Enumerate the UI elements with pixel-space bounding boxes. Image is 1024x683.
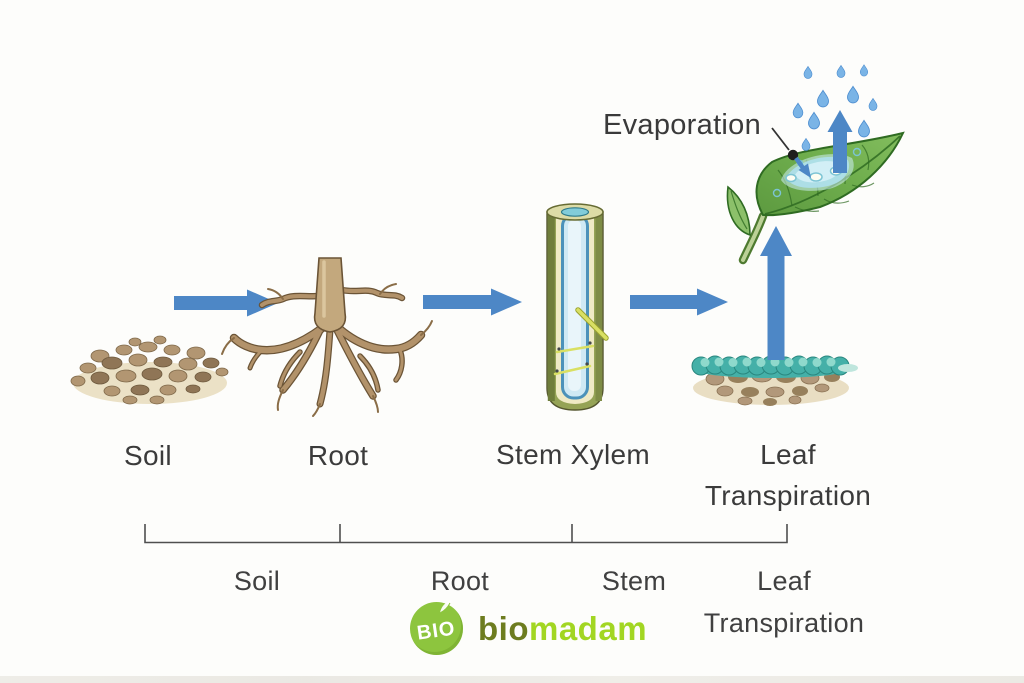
bottom-edge-artifact bbox=[0, 676, 1024, 683]
scale-label-leaf-transpiration: Leaf Transpiration bbox=[684, 561, 884, 645]
flow-arrow-stem-to-leaf bbox=[630, 288, 728, 316]
scale-bracket bbox=[144, 524, 788, 544]
bio-logo-badge: BIO bbox=[410, 600, 463, 655]
bio-badge-text: BIO bbox=[415, 617, 458, 645]
scale-label-leaf-line1: Leaf bbox=[757, 566, 811, 596]
scale-label-leaf-line2: Transpiration bbox=[703, 607, 865, 638]
stage-label-leaf-line1: Leaf bbox=[760, 439, 816, 470]
evaporation-label: Evaporation bbox=[602, 109, 762, 141]
soil-pile-illustration bbox=[70, 335, 229, 405]
stem-xylem-illustration bbox=[546, 203, 609, 411]
leaf-transpiration-illustration bbox=[691, 64, 905, 406]
brand-bio: bio bbox=[478, 610, 529, 647]
wet-soil-mound bbox=[691, 355, 858, 406]
scale-label-stem: Stem bbox=[601, 566, 667, 596]
stage-label-leaf-transpiration: Leaf Transpiration bbox=[688, 435, 888, 516]
stage-label-stem-xylem: Stem Xylem bbox=[496, 439, 650, 470]
sprout-icon bbox=[439, 600, 452, 614]
flow-arrow-root-to-stem bbox=[423, 288, 522, 316]
scale-label-root: Root bbox=[430, 566, 490, 596]
evaporation-up-arrow bbox=[827, 110, 853, 173]
flow-arrow-soil-to-root bbox=[174, 289, 278, 317]
brand-wordmark: biomadam bbox=[478, 609, 647, 649]
stage-label-root: Root bbox=[307, 440, 369, 471]
leaf-illustration bbox=[726, 131, 905, 265]
evaporation-pointer bbox=[771, 127, 811, 178]
scale-label-soil: Soil bbox=[233, 566, 281, 596]
brand-madam: madam bbox=[528, 610, 648, 647]
stage-label-leaf-line2: Transpiration bbox=[704, 479, 872, 511]
root-illustration bbox=[221, 257, 433, 417]
stage-label-soil: Soil bbox=[124, 440, 172, 471]
transpiration-up-arrow bbox=[760, 226, 792, 360]
